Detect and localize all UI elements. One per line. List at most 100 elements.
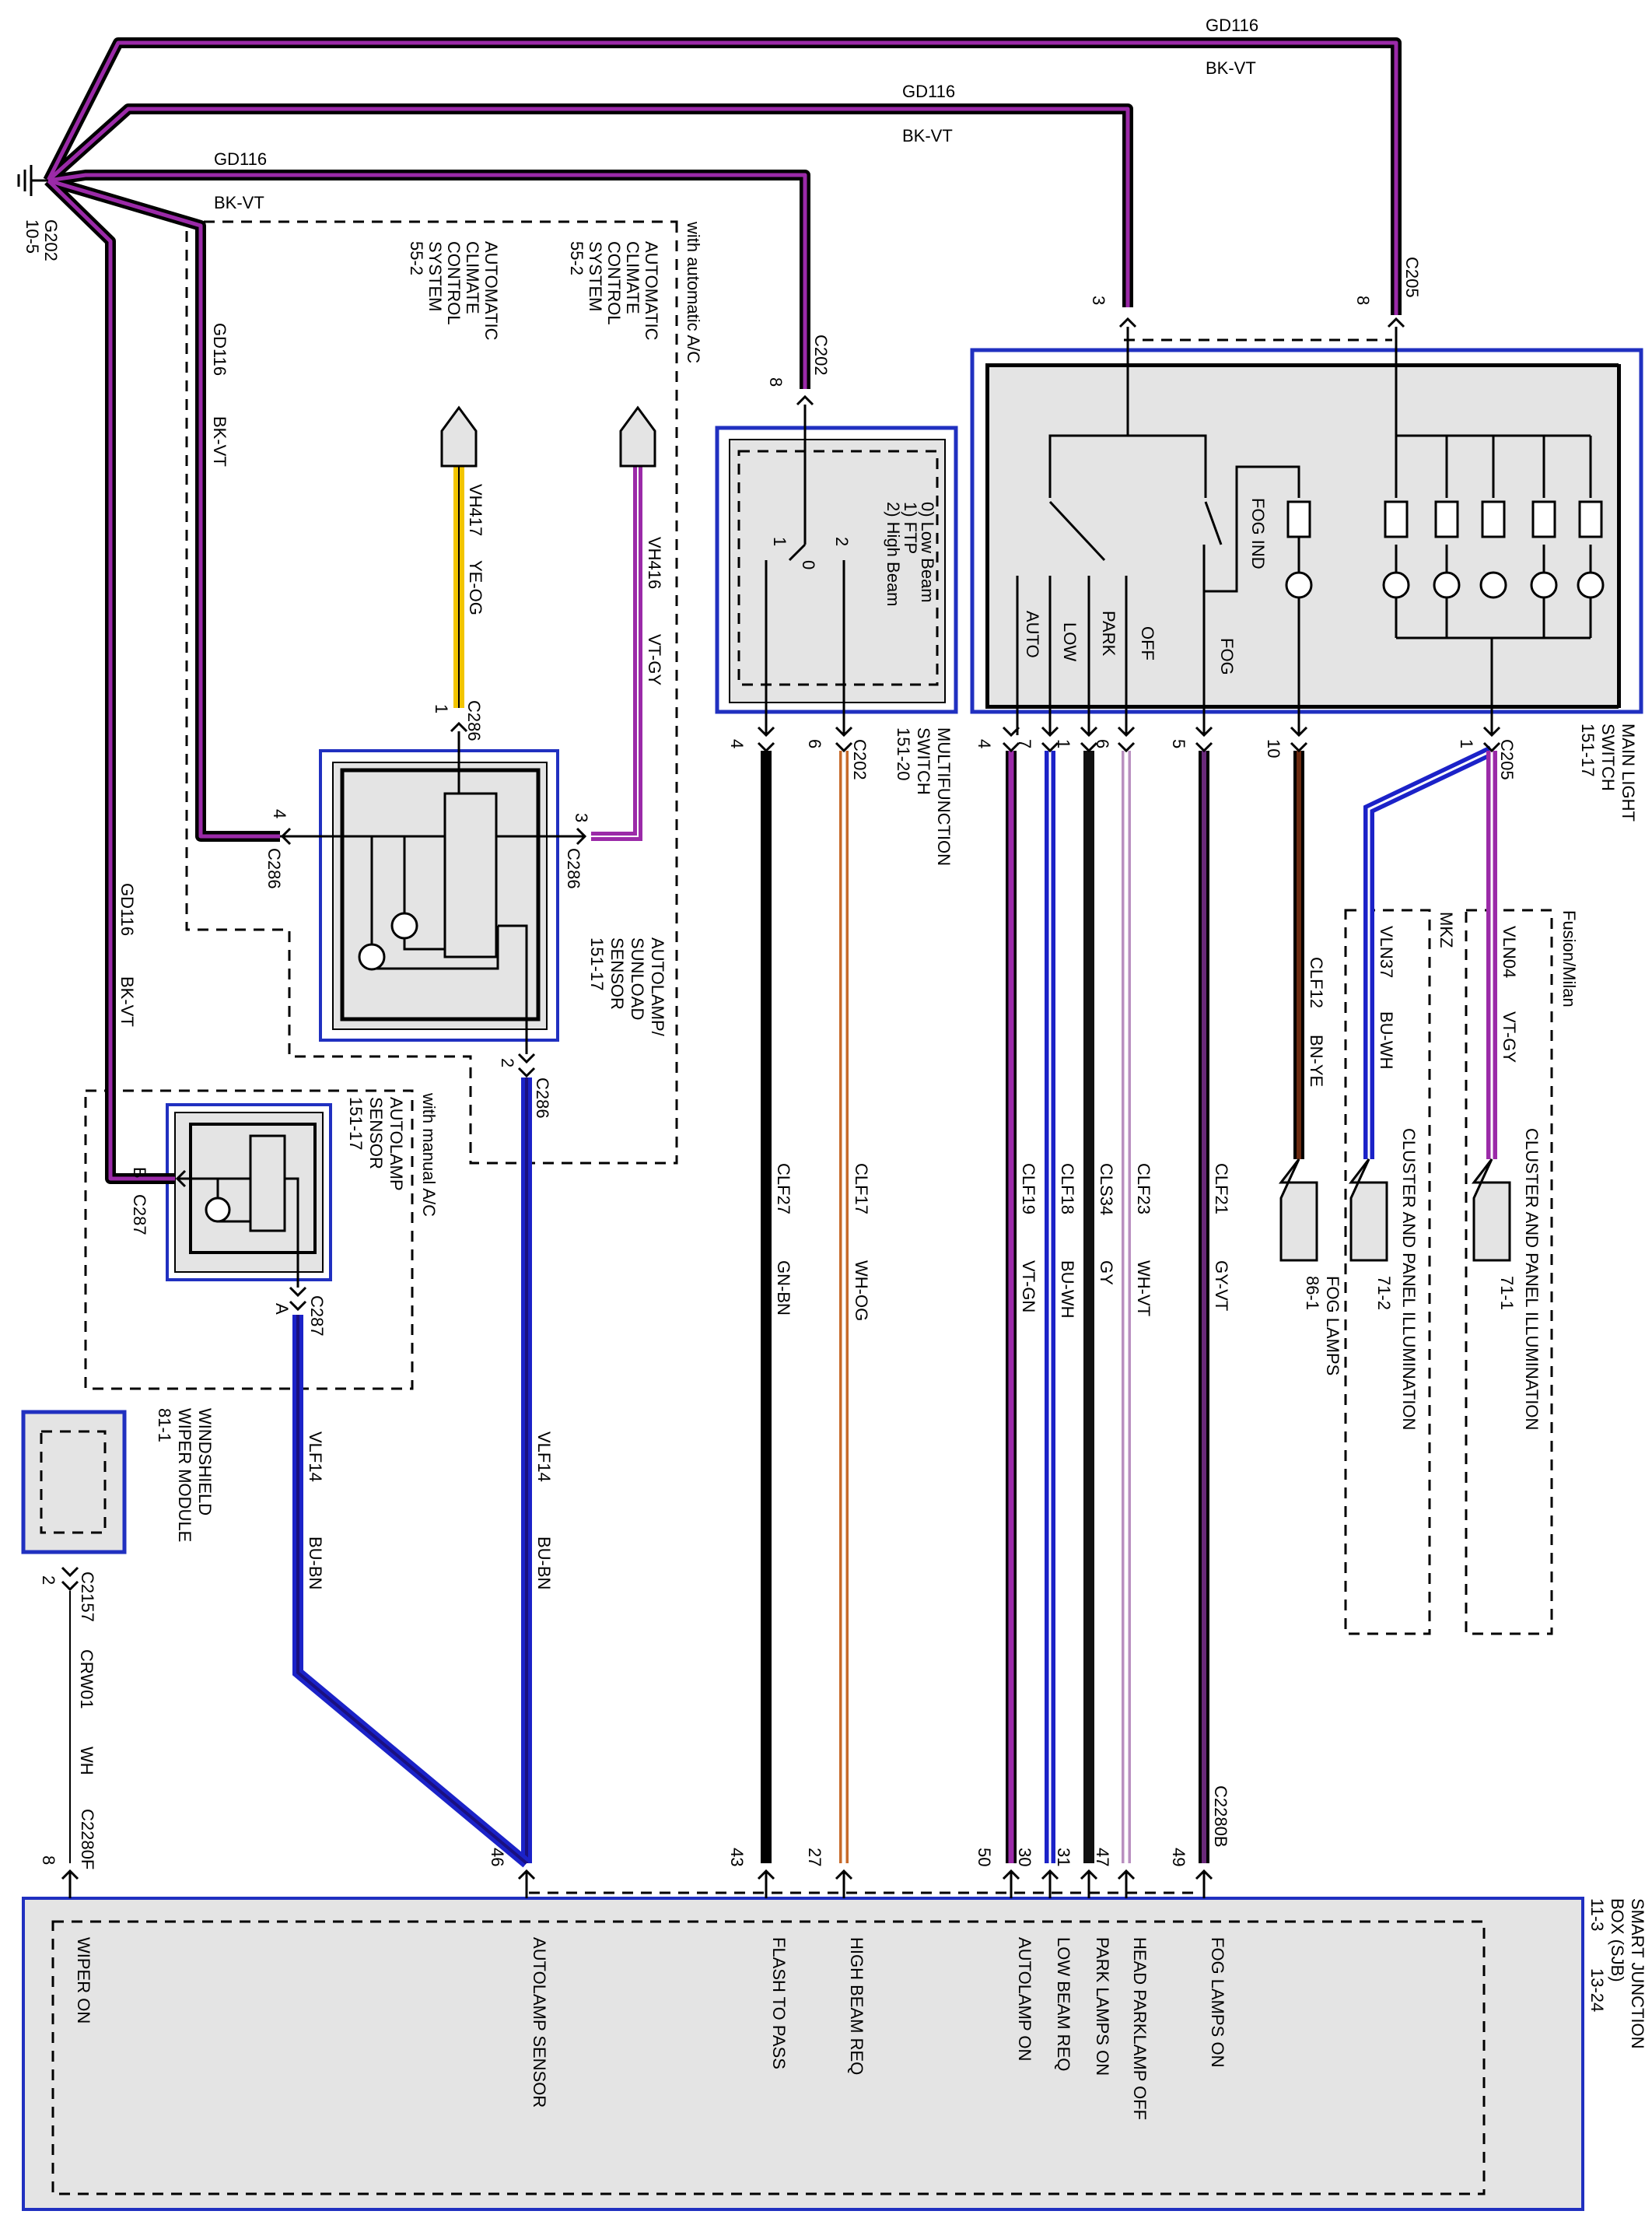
ground-wires	[17, 37, 1402, 1184]
c286-d-pin: 2	[498, 1058, 517, 1067]
acc2-t1: AUTOMATIC	[642, 241, 661, 341]
gd116-top2-color: BK-VT	[902, 126, 953, 145]
c202-top-name: C202	[811, 335, 831, 376]
main-switch-internals	[1016, 327, 1605, 735]
cluster2-name: CLUSTER AND PANEL ILLUMINATION	[1399, 1128, 1419, 1430]
sunload-title2: SUNLOAD	[628, 937, 647, 1020]
sunload-title3: SENSOR	[607, 937, 627, 1010]
main-light-title2: SWITCH	[1598, 724, 1618, 791]
main-pos-park: PARK	[1099, 611, 1118, 657]
c205-bot-name: C205	[1497, 739, 1517, 780]
multifunction-ref: 151-20	[894, 727, 913, 781]
wire-vlf14a-color: BU-BN	[534, 1536, 554, 1589]
wire-clf18-circuit: CLF18	[1058, 1163, 1077, 1214]
c205-bot-p10: 10	[1264, 739, 1283, 758]
c287-a-name: C287	[307, 1295, 327, 1337]
wire-vln37-color: BU-WH	[1377, 1011, 1396, 1070]
switch-labels: 0) Low Beam 1) FTP 2) High Beam 1 0 2 AU…	[770, 498, 1268, 675]
autolamp-title2: SENSOR	[366, 1097, 386, 1169]
main-fog-ind: FOG IND	[1248, 498, 1268, 569]
wire-clf12-color: BN-YE	[1307, 1035, 1326, 1087]
multi-pos-0: 0) Low Beam	[918, 502, 937, 603]
multi-pos-2: 2) High Beam	[884, 502, 903, 607]
sjb-signal-autolamp-on: AUTOLAMP ON	[1015, 1937, 1034, 2061]
sjb-signal-high-beam-req: HIGH BEAM REQ	[847, 1937, 866, 2075]
wiper-title2: WIPER MODULE	[175, 1408, 194, 1542]
main-pos-low: LOW	[1060, 622, 1080, 661]
sunload-sensor	[319, 749, 559, 1042]
acc2-t4: SYSTEM	[586, 241, 605, 311]
fog-lamps-ref: 86-1	[1303, 1276, 1322, 1310]
sunload-ref: 151-17	[587, 937, 607, 991]
acc2-t3: CONTROL	[604, 241, 624, 325]
sjb-title: SMART JUNCTION	[1628, 1898, 1647, 2049]
sjb-signal-low-beam-req: LOW BEAM REQ	[1054, 1937, 1073, 2071]
note-fusion: Fusion/Milan	[1559, 910, 1579, 1007]
destination-plugs	[440, 405, 1511, 1262]
cluster2-ref: 71-2	[1374, 1276, 1394, 1310]
c202-bot-pin4: 4	[727, 739, 747, 748]
autolamp-sensor	[166, 1103, 332, 1281]
main-pos-off: OFF	[1138, 626, 1157, 660]
c205-bot-p5: 5	[1169, 739, 1188, 748]
wire-crw01-circuit: CRW01	[77, 1649, 96, 1709]
gd116-left-color: BK-VT	[210, 416, 229, 467]
acc1-t2: CLIMATE	[463, 241, 482, 314]
wire-crw01-color: WH	[77, 1747, 96, 1775]
option-boundaries	[84, 220, 1553, 1894]
cluster1-ref: 71-1	[1497, 1276, 1517, 1310]
module-titles: MAIN LIGHT SWITCH 151-17 MULTIFUNCTION S…	[155, 241, 1647, 2049]
wire-clf17-circuit: CLF17	[852, 1163, 871, 1214]
wiper-title: WINDSHIELD	[195, 1408, 215, 1515]
gd116-top3-color: BK-VT	[214, 193, 264, 212]
ground-labels: GD116 BK-VT GD116 BK-VT GD116 BK-VT GD11…	[23, 16, 1258, 1027]
sjb-pin-49: 49	[1169, 1848, 1188, 1866]
wire-vlf14a-circuit: VLF14	[534, 1431, 554, 1482]
connector-marks	[61, 317, 1501, 1898]
ground-label: G202	[41, 219, 61, 261]
c286-a-name: C286	[464, 700, 484, 741]
cluster1-name: CLUSTER AND PANEL ILLUMINATION	[1522, 1128, 1542, 1430]
sjb-signal-park-lamps-on: PARK LAMPS ON	[1093, 1937, 1112, 2076]
sjb-pin-27: 27	[805, 1848, 824, 1866]
wiper-module	[21, 1410, 127, 1554]
sjb-pin-43: 43	[727, 1848, 747, 1866]
acc1-t4: SYSTEM	[425, 241, 445, 311]
c205-pin3: 3	[1089, 296, 1108, 305]
c286-b-name: C286	[264, 848, 284, 889]
c202-bot-pin6: 6	[805, 739, 824, 748]
multi-pin-0: 0	[799, 560, 818, 569]
wire-cls34-color: GY	[1097, 1260, 1116, 1285]
wire-clf19-circuit: CLF19	[1019, 1163, 1038, 1214]
sunload-title: AUTOLAMP/	[648, 937, 667, 1037]
main-light-ref: 151-17	[1578, 724, 1598, 777]
wire-vln04-color: VT-GY	[1500, 1011, 1519, 1063]
main-pos-auto: AUTO	[1023, 611, 1042, 658]
acc2-ref: 55-2	[567, 241, 586, 275]
wire-clf18-color: BU-WH	[1058, 1260, 1077, 1319]
wire-vlf14b-color: BU-BN	[306, 1536, 325, 1589]
sjb-pin-30: 30	[1015, 1848, 1034, 1866]
wire-vh417-color: YE-OG	[466, 560, 485, 615]
wire-clf23-color: WH-VT	[1134, 1260, 1153, 1316]
main-light-title: MAIN LIGHT	[1619, 724, 1638, 822]
c2157-name: C2157	[78, 1572, 97, 1622]
wire-clf27-circuit: CLF27	[774, 1163, 793, 1214]
smart-junction-box	[22, 1897, 1584, 2211]
autolamp-title: AUTOLAMP	[387, 1097, 406, 1191]
connector-labels: C205 8 3 C202 8 4 6 C202 4 7 1 6 5 10 1 …	[39, 257, 1517, 1869]
wire-clf19-color: VT-GN	[1019, 1260, 1038, 1312]
wiper-ref: 81-1	[155, 1408, 174, 1442]
main-light-switch	[970, 348, 1643, 714]
gd116-top3-circuit: GD116	[214, 149, 267, 169]
sjb-pin-31: 31	[1054, 1848, 1073, 1866]
ground-ref: 10-5	[23, 219, 42, 254]
autolamp-internals	[177, 1177, 299, 1288]
wire-vh416-color: VT-GY	[645, 634, 664, 685]
wire-vln04-circuit: VLN04	[1500, 926, 1519, 978]
multi-pos-1: 1) FTP	[901, 502, 920, 554]
c2280f-name: C2280F	[78, 1809, 97, 1869]
c205-bot-p1: 1	[1054, 739, 1073, 748]
harness-leads	[69, 467, 1497, 1868]
acc1-ref: 55-2	[407, 241, 426, 275]
